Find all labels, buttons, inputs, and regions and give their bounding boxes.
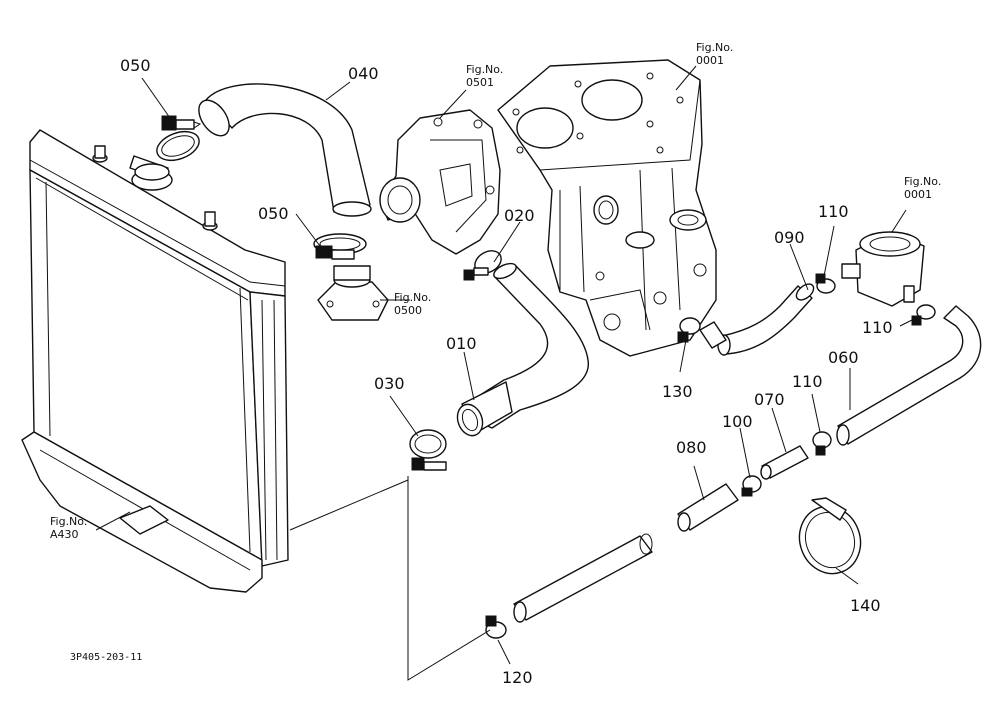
part-label-030: 030 bbox=[374, 374, 405, 393]
document-id: 3P405-203-11 bbox=[70, 652, 143, 663]
oil-filter-bracket-drawing bbox=[841, 231, 925, 307]
hose-010-drawing bbox=[456, 262, 589, 437]
fig-ref-caption: Fig.No. bbox=[394, 291, 432, 304]
part-label-040: 040 bbox=[348, 64, 379, 83]
part-label-020: 020 bbox=[504, 206, 535, 225]
part-label-080: 080 bbox=[676, 438, 707, 457]
part-label-110-right: 110 bbox=[862, 318, 893, 337]
fig-ref-number: 0500 bbox=[394, 303, 422, 317]
fig-ref-number: 0001 bbox=[904, 187, 932, 201]
part-label-120: 120 bbox=[502, 668, 533, 687]
part-label-050-upper: 050 bbox=[120, 56, 151, 75]
fig-ref-number: 0501 bbox=[466, 75, 494, 89]
fig-ref-number: A430 bbox=[50, 527, 79, 541]
clamp-110-right-drawing bbox=[911, 304, 936, 326]
clamp-110-top-drawing bbox=[815, 273, 836, 294]
radiator-drawing bbox=[21, 129, 289, 593]
fig-ref-caption: Fig.No. bbox=[904, 175, 942, 188]
fig-ref-0500: Fig.No. 0500 bbox=[394, 291, 432, 317]
leader-lines bbox=[95, 65, 917, 681]
thermostat-cover-drawing bbox=[317, 265, 389, 321]
fig-ref-0501: Fig.No. 0501 bbox=[466, 63, 504, 89]
clamp-120-drawing bbox=[485, 615, 507, 639]
fig-ref-0001-filter: Fig.No. 0001 bbox=[904, 175, 942, 201]
clamp-030-drawing bbox=[409, 429, 447, 471]
part-label-140: 140 bbox=[850, 596, 881, 615]
part-label-110-lower: 110 bbox=[792, 372, 823, 391]
part-label-060: 060 bbox=[828, 348, 859, 367]
part-label-090: 090 bbox=[774, 228, 805, 247]
fig-ref-caption: Fig.No. bbox=[696, 41, 734, 54]
clamp-050-upper-drawing bbox=[156, 115, 202, 162]
fig-ref-number: 0001 bbox=[696, 53, 724, 67]
fig-ref-caption: Fig.No. bbox=[466, 63, 504, 76]
lower-hose-drawing bbox=[513, 533, 653, 623]
part-label-130: 130 bbox=[662, 382, 693, 401]
clamp-050-lower-drawing bbox=[313, 233, 367, 260]
fig-ref-0001-block: Fig.No. 0001 bbox=[696, 41, 734, 67]
part-label-050-lower: 050 bbox=[258, 204, 289, 223]
fig-ref-caption: Fig.No. bbox=[50, 515, 88, 528]
hose-060-drawing bbox=[836, 305, 982, 446]
part-label-010: 010 bbox=[446, 334, 477, 353]
part-label-070: 070 bbox=[754, 390, 785, 409]
part-label-100: 100 bbox=[722, 412, 753, 431]
part-label-110-top: 110 bbox=[818, 202, 849, 221]
engine-block-drawing bbox=[497, 59, 717, 357]
hose-090-drawing bbox=[717, 283, 815, 356]
clamp-020-drawing bbox=[463, 250, 502, 281]
clamp-130-drawing bbox=[677, 317, 727, 349]
water-pump-housing-drawing bbox=[379, 109, 501, 255]
clamp-140-drawing bbox=[798, 497, 862, 575]
clamp-110-lower-drawing bbox=[812, 431, 832, 456]
upper-hose-040-drawing bbox=[198, 83, 372, 217]
hose-080-drawing bbox=[677, 483, 739, 532]
clamp-100-drawing bbox=[741, 475, 762, 497]
fig-ref-a430: Fig.No. A430 bbox=[50, 515, 88, 541]
pipe-070-drawing bbox=[760, 445, 809, 480]
